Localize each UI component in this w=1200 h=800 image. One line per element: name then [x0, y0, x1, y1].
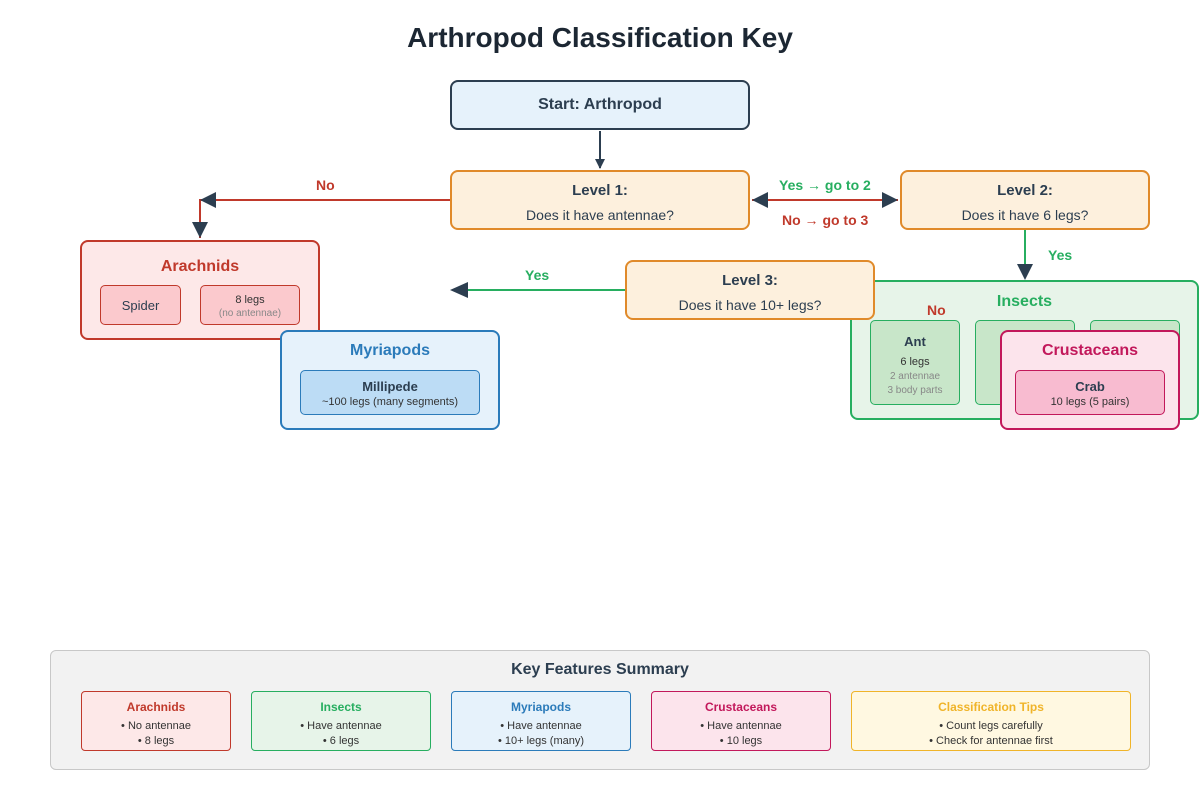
summary-card-myriapods: Myriapods • Have antennae • 10+ legs (ma…	[451, 691, 631, 751]
card-title: Crustaceans	[704, 700, 778, 714]
edge-label-l1-yes: Yes → go to 2	[779, 177, 871, 193]
leaf-spider: Spider	[100, 285, 181, 325]
summary-card-arachnids: Arachnids • No antennae • 8 legs	[81, 691, 231, 751]
card-line: • 10 legs	[719, 735, 763, 747]
summary-panel: Key Features Summary Arachnids • No ante…	[50, 650, 1150, 770]
level2-title: Level 2:	[997, 182, 1053, 199]
summary-title: Key Features Summary	[511, 661, 689, 678]
leaf-millipede: Millipede ~100 legs (many segments)	[300, 370, 480, 415]
leaf-8-legs: 8 legs (no antennae)	[200, 285, 300, 325]
spider-antennae: (no antennae)	[218, 308, 282, 319]
spider-label: Spider	[121, 298, 160, 313]
ant-body-parts: 3 body parts	[887, 385, 943, 396]
level1-title: Level 1:	[572, 182, 628, 199]
myriapods-title: Myriapods	[349, 342, 430, 359]
card-title: Arachnids	[126, 700, 186, 714]
level3-question: Does it have 10+ legs?	[678, 297, 822, 313]
card-line: • Count legs carefully	[939, 720, 1043, 732]
level1-question: Does it have antennae?	[526, 207, 674, 223]
summary-card-crustaceans: Crustaceans • Have antennae • 10 legs	[651, 691, 831, 751]
crustaceans-title: Crustaceans	[1041, 342, 1139, 359]
card-line: • No antennae	[121, 720, 191, 732]
card-line: • 10+ legs (many)	[497, 735, 585, 747]
edge-label-l3-yes: Yes	[525, 267, 550, 283]
ant-antennae: 2 antennae	[889, 371, 941, 382]
edge-label-l3-no: No	[927, 302, 946, 318]
card-title: Insects	[320, 700, 362, 714]
card-line: • 8 legs	[137, 735, 175, 747]
card-line: • Have antennae	[300, 720, 382, 732]
level3-node: Level 3: Does it have 10+ legs?	[625, 260, 875, 320]
spider-legs: 8 legs	[235, 294, 265, 306]
leaf-ant: Ant 6 legs 2 antennae 3 body parts	[870, 320, 960, 405]
start-node: Start: Arthropod	[450, 80, 750, 130]
leaf-crab: Crab 10 legs (5 pairs)	[1015, 370, 1165, 415]
level1-node: Level 1: Does it have antennae?	[450, 170, 750, 230]
level3-title: Level 3:	[722, 272, 778, 289]
summary-card-tips: Classification Tips • Count legs careful…	[851, 691, 1131, 751]
card-line: • Have antennae	[700, 720, 782, 732]
edge-level1-no	[199, 199, 450, 238]
level2-question: Does it have 6 legs?	[961, 207, 1089, 223]
edge-label-l1-no3: No → go to 3	[782, 212, 869, 228]
ant-name: Ant	[904, 334, 926, 349]
card-title: Classification Tips	[938, 700, 1044, 714]
crab-legs: 10 legs (5 pairs)	[1050, 396, 1130, 408]
card-line: • 6 legs	[322, 735, 360, 747]
edge-label-l2-yes: Yes	[1048, 247, 1073, 263]
card-line: • Have antennae	[500, 720, 582, 732]
summary-card-insects: Insects • Have antennae • 6 legs	[251, 691, 431, 751]
card-line: • Check for antennae first	[929, 735, 1053, 747]
insects-title: Insects	[996, 293, 1053, 310]
millipede-name: Millipede	[362, 379, 418, 394]
millipede-legs: ~100 legs (many segments)	[321, 396, 459, 408]
level2-node: Level 2: Does it have 6 legs?	[900, 170, 1150, 230]
diagram-title: Arthropod Classification Key	[407, 22, 793, 53]
arachnids-title: Arachnids	[160, 258, 240, 275]
crab-name: Crab	[1075, 379, 1105, 394]
card-title: Myriapods	[510, 700, 571, 714]
edge-label-l1-no: No	[316, 177, 335, 193]
ant-legs: 6 legs	[900, 356, 930, 368]
